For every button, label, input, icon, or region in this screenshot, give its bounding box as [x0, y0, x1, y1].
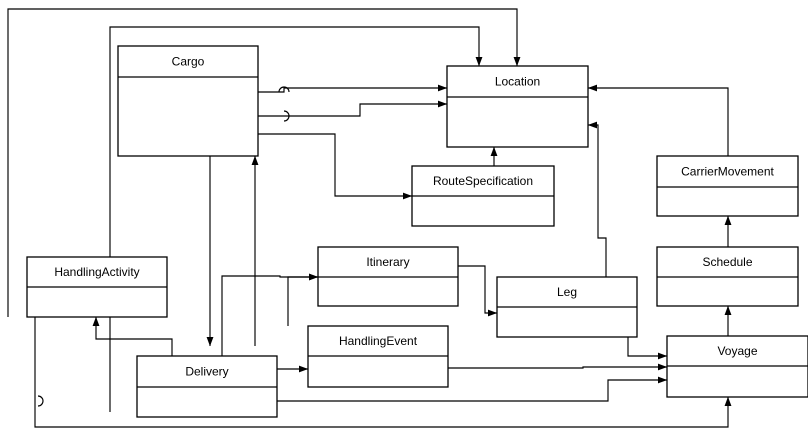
line-hop: [37, 395, 44, 407]
edge-leg-to-voyage: [627, 337, 668, 360]
class-name-label: Voyage: [717, 344, 757, 358]
edge-carriermovement-to-location: [587, 84, 729, 156]
edge-delivery-to-voyage: [277, 376, 668, 402]
class-box-handlingevent[interactable]: HandlingEvent: [307, 325, 449, 388]
edge-handlingactivity-to-voyage: [34, 317, 732, 428]
class-box-location[interactable]: Location: [446, 65, 589, 148]
edge-cargo-to-location: [258, 84, 448, 93]
class-box-voyage[interactable]: Voyage: [666, 335, 808, 398]
class-box-schedule[interactable]: Schedule: [656, 246, 799, 307]
class-name-label: CarrierMovement: [681, 165, 774, 179]
class-box-outline: [656, 155, 799, 217]
edge-handlingevent-to-itinerary: [287, 273, 319, 326]
class-name-label: HandlingActivity: [54, 265, 139, 279]
edge-delivery-to-itinerary: [221, 273, 319, 356]
edge-itinerary-to-leg: [458, 265, 498, 317]
class-box-outline: [446, 65, 589, 148]
class-name-label: Itinerary: [366, 255, 409, 269]
class-box-outline: [117, 45, 259, 157]
edge-handlingactivity-to-location: [7, 8, 521, 317]
edge-cargo-to-location: [258, 100, 448, 117]
class-name-label: Location: [495, 75, 540, 89]
class-name-label: HandlingEvent: [339, 334, 418, 348]
edge-cargo-to-routespecification: [258, 133, 413, 200]
class-name-label: Schedule: [702, 255, 752, 269]
class-box-delivery[interactable]: Delivery: [136, 355, 278, 418]
class-box-handlingactivity[interactable]: HandlingActivity: [26, 256, 168, 318]
class-name-label: RouteSpecification: [433, 174, 533, 188]
class-name-label: Cargo: [172, 55, 205, 69]
class-box-carriermovement[interactable]: CarrierMovement: [656, 155, 799, 217]
class-box-leg[interactable]: Leg: [496, 276, 638, 338]
edge-leg-to-location: [587, 121, 607, 277]
class-box-cargo[interactable]: Cargo: [117, 45, 259, 157]
edge-delivery-to-handlingactivity: [92, 316, 173, 356]
class-box-routespecification[interactable]: RouteSpecification: [411, 165, 555, 227]
line-hops-layer: [37, 86, 290, 407]
line-hop: [283, 110, 290, 122]
class-name-label: Leg: [557, 285, 577, 299]
edge-handlingevent-to-voyage: [448, 363, 668, 371]
edge-delivery-to-location: [109, 26, 483, 412]
class-name-label: Delivery: [185, 365, 228, 379]
edges-layer: [7, 8, 732, 428]
line-hop: [278, 86, 290, 93]
class-box-itinerary[interactable]: Itinerary: [317, 246, 459, 307]
